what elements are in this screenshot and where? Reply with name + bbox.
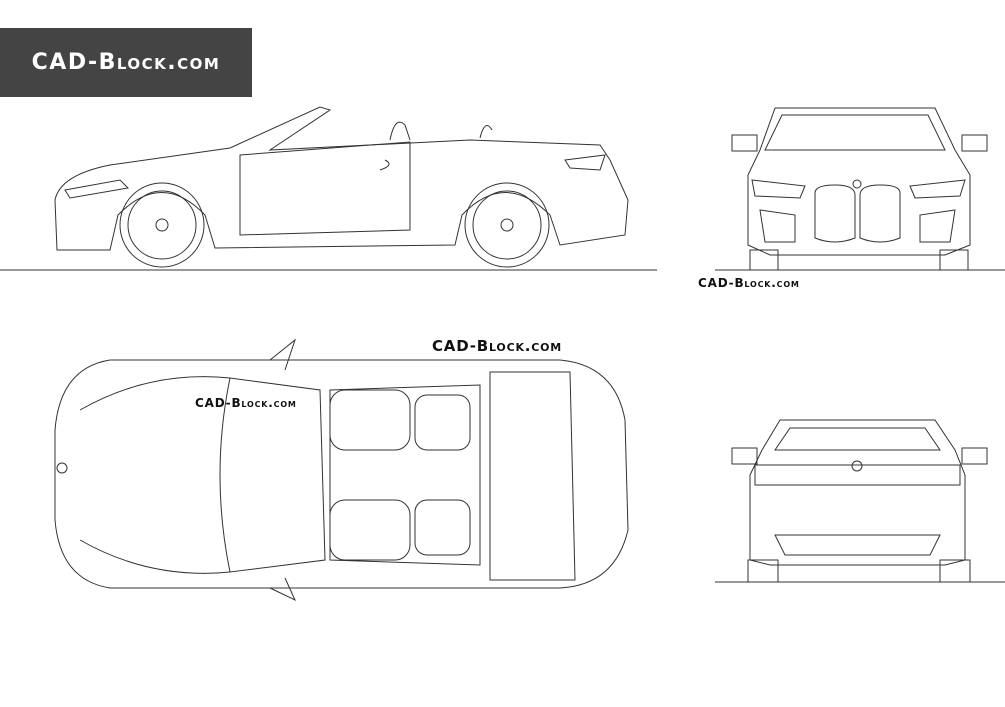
watermark-top-left: CAD-Block.com bbox=[195, 396, 297, 410]
top-view bbox=[54, 338, 629, 602]
front-view bbox=[715, 107, 1005, 271]
watermark-front: CAD-Block.com bbox=[698, 276, 800, 290]
rear-view bbox=[715, 419, 1005, 583]
side-view bbox=[0, 106, 657, 271]
logo-text: CAD-Block.com bbox=[31, 50, 221, 75]
watermark-top-right: CAD-Block.com bbox=[432, 337, 563, 355]
site-logo: CAD-Block.com bbox=[0, 28, 252, 97]
